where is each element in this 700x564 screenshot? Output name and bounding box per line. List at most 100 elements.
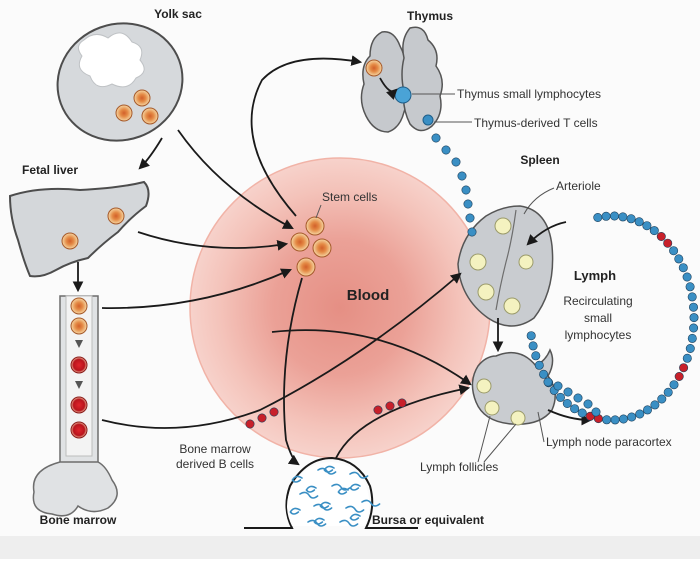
stem-cell	[305, 216, 325, 236]
t-cell	[531, 351, 541, 361]
stem-cell	[61, 232, 79, 250]
stem-cell	[70, 317, 88, 335]
lymph-follicle	[477, 283, 495, 301]
bottom-bar	[0, 536, 700, 559]
arteriole-label: Arteriole	[556, 179, 601, 193]
stem-cell	[107, 207, 125, 225]
arrow-yolk-to-liver	[138, 137, 163, 170]
arrow-stem-to-bursa	[283, 277, 303, 466]
bursa-squiggle	[291, 475, 303, 483]
bursa-squiggle	[299, 491, 319, 499]
t-cell	[539, 369, 549, 379]
t-cell	[461, 185, 471, 195]
bursa-squiggle	[305, 485, 317, 493]
lymph-follicles-leader	[477, 415, 517, 463]
t-cell	[674, 254, 684, 264]
arrow-node-to-lymph	[547, 409, 593, 426]
b-cell	[373, 405, 383, 415]
recirculating-label-line1: Recirculating	[563, 294, 632, 308]
recirculating-label-line3: lymphocytes	[565, 328, 632, 342]
t-cell	[563, 387, 573, 397]
flow-arrows	[72, 55, 593, 466]
arrow-down-icon	[75, 340, 83, 348]
fetal-liver	[8, 180, 150, 278]
arrow-liver-to-stem	[137, 231, 289, 251]
bursa-squiggle	[323, 465, 335, 473]
t-cell	[601, 211, 611, 221]
t-cell	[669, 380, 679, 390]
bursa-squiggle	[361, 499, 381, 507]
lymph-node-paracortex-label: Lymph node paracortex	[546, 435, 672, 449]
t-cell	[657, 394, 667, 404]
t-cell	[663, 387, 673, 397]
t-cell	[627, 412, 637, 422]
b-cell	[674, 371, 684, 381]
bone-marrow-label: Bone marrow	[40, 513, 117, 527]
stem-cell	[133, 89, 151, 107]
thymus-t-cell	[422, 114, 434, 126]
t-cell	[562, 398, 572, 408]
lymph-follicle	[476, 378, 492, 394]
stem-cell-cluster	[290, 216, 332, 277]
arrow-bone-to-spleen	[101, 272, 462, 429]
t-cell	[687, 333, 697, 343]
t-cell	[451, 157, 461, 167]
bursa-squiggle	[337, 487, 349, 495]
stem-cell	[312, 238, 332, 258]
b-cell	[245, 419, 255, 429]
t-cell	[543, 377, 553, 387]
arrow-blood-to-node	[271, 329, 472, 386]
b-cell	[257, 413, 267, 423]
blood-label: Blood	[347, 287, 390, 304]
arrow-thymus-internal	[379, 77, 398, 100]
lymph-follicle	[503, 297, 521, 315]
arteriole-vessel	[495, 209, 517, 311]
bursa-squiggle	[349, 513, 361, 521]
arrow-down-icon	[75, 381, 83, 389]
t-cell	[526, 331, 536, 341]
arteriole-leader	[523, 187, 555, 215]
t-cell	[634, 217, 644, 227]
bursa-squiggle	[289, 507, 301, 515]
paracortex-leader	[537, 411, 545, 443]
stem-cells-leader	[315, 204, 322, 219]
t-cell	[618, 212, 628, 222]
t-cell	[593, 213, 603, 223]
b-cell	[656, 232, 666, 242]
lymph-follicle	[494, 217, 512, 235]
recirculating-label-line2: small	[584, 311, 612, 325]
b-cell	[397, 398, 407, 408]
bone-marrow-derived-label-line2: derived B cells	[176, 457, 254, 471]
thymus	[360, 26, 443, 133]
stem-cell	[296, 257, 316, 277]
thymus-label: Thymus	[407, 9, 453, 23]
bursa-squiggle	[319, 501, 331, 509]
t-cell	[642, 221, 652, 231]
thymus-lymphocyte	[394, 86, 412, 104]
t-cell	[463, 199, 473, 209]
t-cell	[591, 407, 601, 417]
b-cell	[385, 401, 395, 411]
arrow-bone-to-stem	[101, 268, 292, 309]
t-cell	[467, 227, 477, 237]
b-cell	[663, 238, 673, 248]
lymph-node	[471, 348, 556, 426]
b-cell-precursor	[70, 396, 88, 414]
t-cell	[431, 133, 441, 143]
lymph-label: Lymph	[574, 268, 616, 283]
bursa	[244, 456, 418, 529]
bursa-squiggle	[349, 471, 369, 479]
lymph-follicles-label: Lymph follicles	[420, 460, 498, 474]
lymph-follicle	[469, 253, 487, 271]
t-cell	[457, 171, 467, 181]
yolk-sac-cavity	[78, 32, 145, 88]
t-cell	[555, 392, 565, 402]
t-cell	[553, 381, 563, 391]
t-cell	[650, 400, 660, 410]
t-cell	[688, 302, 698, 312]
lymph-follicle	[518, 254, 534, 270]
bursa-squiggle	[313, 517, 325, 525]
t-cell	[602, 415, 612, 425]
t-cell	[570, 404, 580, 414]
